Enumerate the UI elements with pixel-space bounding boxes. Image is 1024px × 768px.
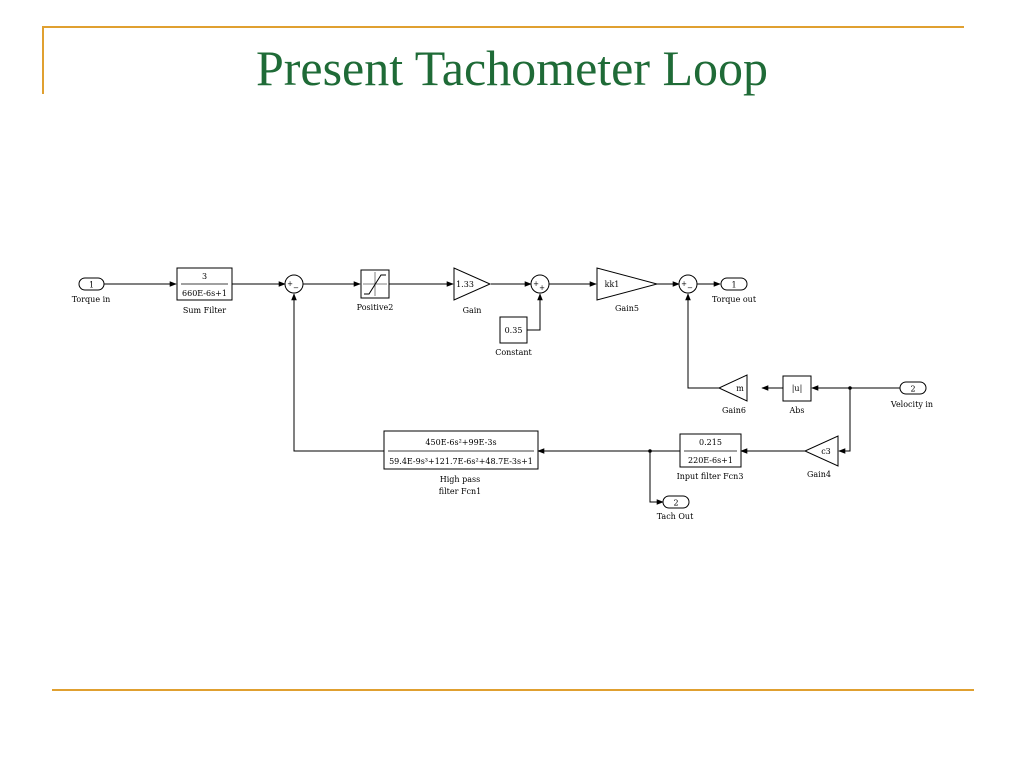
svg-text:+: + <box>681 280 687 288</box>
gain4-value: c3 <box>821 447 831 456</box>
gain6-label: Gain6 <box>722 406 746 415</box>
wire-constant-sum2 <box>527 293 543 331</box>
wire-gain6-sum3 <box>685 293 719 389</box>
slide-title: Present Tachometer Loop <box>255 40 769 96</box>
high-pass-label-line2: filter Fcn1 <box>439 487 481 496</box>
port-velocity-in: 2 Velocity in <box>890 381 933 409</box>
sum-filter-label: Sum Filter <box>183 306 226 315</box>
sum-junction-1: + − <box>284 274 304 294</box>
wire-velocity-gain4 <box>838 388 851 454</box>
block-constant: 0.35 Constant <box>495 316 533 357</box>
abs-label: Abs <box>788 406 804 415</box>
svg-text:+: + <box>287 280 293 288</box>
abs-value: |u| <box>792 384 803 393</box>
high-pass-numerator: 450E-6s²+99E-3s <box>425 438 496 447</box>
input-filter-numerator: 0.215 <box>699 438 722 447</box>
positive2-label: Positive2 <box>357 303 394 312</box>
saturation-icon <box>364 274 386 295</box>
junction-velocity <box>848 386 852 390</box>
block-high-pass-filter: 450E-6s²+99E-3s 59.4E-9s³+121.7E-6s²+48.… <box>383 430 539 496</box>
block-gain5: kk1 Gain5 <box>596 267 659 313</box>
block-gain6: m Gain6 <box>717 374 748 415</box>
sum-junction-2: + + <box>530 274 550 294</box>
sum-filter-numerator: 3 <box>202 272 207 281</box>
gain4-label: Gain4 <box>807 470 831 479</box>
constant-label: Constant <box>495 348 532 357</box>
signal-lines <box>104 281 900 505</box>
svg-text:−: − <box>687 284 693 292</box>
port-tach-out-label: Tach Out <box>657 512 694 521</box>
constant-value: 0.35 <box>505 326 523 335</box>
port-tach-out: 2 Tach Out <box>657 495 694 521</box>
sum-junction-3: + − <box>678 274 698 294</box>
port-velocity-in-label: Velocity in <box>890 400 933 409</box>
input-filter-label: Input filter Fcn3 <box>677 472 744 481</box>
port-torque-out-number: 1 <box>731 281 736 290</box>
svg-text:+: + <box>533 280 539 288</box>
sum-filter-denominator: 660E-6s+1 <box>182 289 227 298</box>
port-torque-out: 1 Torque out <box>712 277 757 304</box>
block-gain4: c3 Gain4 <box>803 435 839 479</box>
high-pass-label-line1: High pass <box>440 475 480 484</box>
gain6-value: m <box>736 384 744 393</box>
port-torque-in-number: 1 <box>89 281 94 290</box>
gain5-label: Gain5 <box>615 304 639 313</box>
svg-text:−: − <box>293 284 299 292</box>
gain5-value: kk1 <box>605 280 620 289</box>
block-gain: 1.33 Gain <box>453 267 492 315</box>
port-tach-out-number: 2 <box>673 499 678 508</box>
block-input-filter: 0.215 220E-6s+1 Input filter Fcn3 <box>677 433 744 481</box>
wire-branch-tachout <box>649 451 664 505</box>
port-torque-out-label: Torque out <box>712 295 757 304</box>
block-sum-filter: 3 660E-6s+1 Sum Filter <box>176 267 233 315</box>
port-torque-in: 1 Torque in <box>72 277 111 304</box>
input-filter-denominator: 220E-6s+1 <box>688 456 733 465</box>
gain-label: Gain <box>463 306 482 315</box>
block-abs: |u| Abs <box>782 375 812 415</box>
wire-highpass-sum1 <box>291 293 384 452</box>
block-positive2: Positive2 <box>357 269 394 312</box>
port-velocity-in-number: 2 <box>910 385 915 394</box>
junction-tach <box>648 449 652 453</box>
port-torque-in-label: Torque in <box>72 295 111 304</box>
accent-rule-bottom <box>52 689 974 691</box>
svg-text:+: + <box>539 284 545 292</box>
gain-value: 1.33 <box>456 280 474 289</box>
accent-rule-top <box>42 26 964 28</box>
accent-rule-left <box>42 26 44 94</box>
high-pass-denominator: 59.4E-9s³+121.7E-6s²+48.7E-3s+1 <box>389 457 533 466</box>
